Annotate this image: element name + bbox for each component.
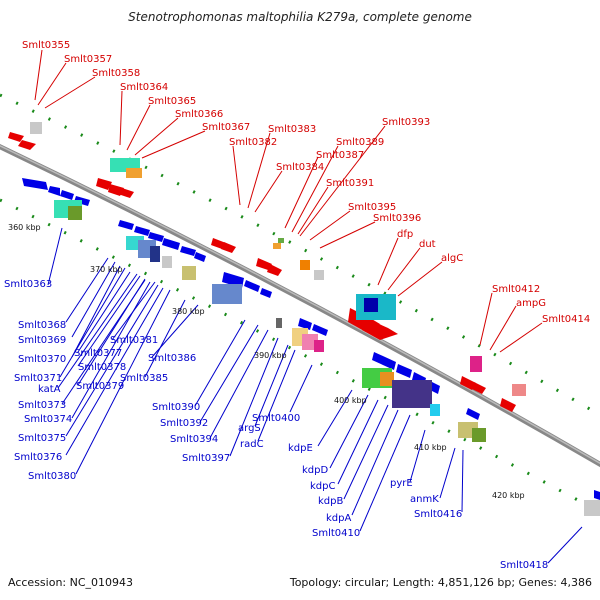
reverse-gene-label: Smlt0394 bbox=[170, 434, 218, 445]
forward-gene-label: Smlt0395 bbox=[348, 202, 396, 213]
reverse-misc-features bbox=[54, 200, 600, 516]
reverse-gene-label: Smlt0416 bbox=[414, 509, 462, 520]
tick-label: 410 kbp bbox=[414, 443, 447, 452]
reverse-gene-label: Smlt0371 bbox=[14, 373, 62, 384]
genome-backbone-highlight bbox=[0, 144, 600, 465]
forward-gene-label: Smlt0365 bbox=[148, 96, 196, 107]
forward-gene-label: ampG bbox=[516, 298, 546, 309]
reverse-gene-label: Smlt0375 bbox=[18, 433, 66, 444]
forward-gene-label: Smlt0393 bbox=[382, 117, 430, 128]
reverse-gene-label: Smlt0380 bbox=[28, 471, 76, 482]
reverse-gene-label: Smlt0386 bbox=[148, 353, 196, 364]
reverse-gene-label: Smlt0363 bbox=[4, 279, 52, 290]
reverse-gene-label: Smlt0410 bbox=[312, 528, 360, 539]
tick-label: 370 kbp bbox=[90, 265, 123, 274]
reverse-gene-label: Smlt0373 bbox=[18, 400, 66, 411]
forward-gene-label: Smlt0357 bbox=[64, 54, 112, 65]
forward-gene-label: Smlt0412 bbox=[492, 284, 540, 295]
reverse-gene-label: pyrE bbox=[390, 478, 413, 489]
forward-gene-label: Smlt0384 bbox=[276, 162, 324, 173]
reverse-gene-label: katA bbox=[38, 384, 61, 395]
forward-leader-lines bbox=[34, 49, 543, 353]
reverse-gene-label: kdpD bbox=[302, 465, 328, 476]
reverse-gene-label: Smlt0379 bbox=[76, 381, 124, 392]
reverse-gene-label: Smlt0374 bbox=[24, 414, 72, 425]
reverse-gene-label: Smlt0368 bbox=[18, 320, 66, 331]
forward-gene-label: Smlt0389 bbox=[336, 137, 384, 148]
tick-label: 400 kbp bbox=[334, 396, 367, 405]
forward-gene-label: Smlt0414 bbox=[542, 314, 590, 325]
reverse-gene-label: kdpB bbox=[318, 496, 343, 507]
reverse-gene-label: Smlt0377 bbox=[74, 348, 122, 359]
forward-gene-label: Smlt0383 bbox=[268, 124, 316, 135]
reverse-gene-label: radC bbox=[240, 439, 264, 450]
reverse-gene-label: Smlt0381 bbox=[110, 335, 158, 346]
tick-label: 390 kbp bbox=[254, 351, 287, 360]
forward-gene-label: dfp bbox=[397, 229, 413, 240]
reverse-gene-label: kdpC bbox=[310, 481, 335, 492]
reverse-gene-label: Smlt0392 bbox=[160, 418, 208, 429]
reverse-leader-lines bbox=[47, 227, 583, 564]
forward-gene-label: Smlt0364 bbox=[120, 82, 168, 93]
forward-gene-label: Smlt0382 bbox=[229, 137, 277, 148]
forward-gene-label: Smlt0396 bbox=[373, 213, 421, 224]
reverse-gene-label: Smlt0370 bbox=[18, 354, 66, 365]
reverse-gene-label: Smlt0378 bbox=[78, 362, 126, 373]
forward-gene-label: Smlt0391 bbox=[326, 178, 374, 189]
reverse-gene-label: Smlt0397 bbox=[182, 453, 230, 464]
forward-gene-label: dut bbox=[419, 239, 436, 250]
map-title: Stenotrophomonas maltophilia K279a, comp… bbox=[128, 10, 472, 24]
reverse-gene-label: Smlt0385 bbox=[120, 373, 168, 384]
forward-gene-label: Smlt0366 bbox=[175, 109, 223, 120]
genome-backbone bbox=[0, 144, 600, 468]
reverse-gene-label: kdpA bbox=[326, 513, 351, 524]
tick-label: 360 kbp bbox=[8, 223, 41, 232]
reverse-gene-label: Smlt0418 bbox=[500, 560, 548, 571]
tick-label: 380 kbp bbox=[172, 307, 205, 316]
forward-gene-label: algC bbox=[441, 253, 463, 264]
reverse-gene-label: kdpE bbox=[288, 443, 313, 454]
forward-gene-label: Smlt0355 bbox=[22, 40, 70, 51]
reverse-gene-label: Smlt0376 bbox=[14, 452, 62, 463]
reverse-gene-label: Smlt0400 bbox=[252, 413, 300, 424]
forward-gene-label: Smlt0387 bbox=[316, 150, 364, 161]
forward-gene-label: Smlt0367 bbox=[202, 122, 250, 133]
reverse-gene-label: argS bbox=[238, 423, 261, 434]
reverse-gene-label: Smlt0369 bbox=[18, 335, 66, 346]
reverse-gene-label: anmK bbox=[410, 494, 439, 505]
topology-label: Topology: circular; Length: 4,851,126 bp… bbox=[289, 576, 592, 589]
accession-label: Accession: NC_010943 bbox=[8, 576, 134, 589]
forward-gene-label: Smlt0358 bbox=[92, 68, 140, 79]
tick-label: 420 kbp bbox=[492, 491, 525, 500]
reverse-gene-label: Smlt0390 bbox=[152, 402, 200, 413]
forward-misc-features bbox=[30, 122, 526, 396]
